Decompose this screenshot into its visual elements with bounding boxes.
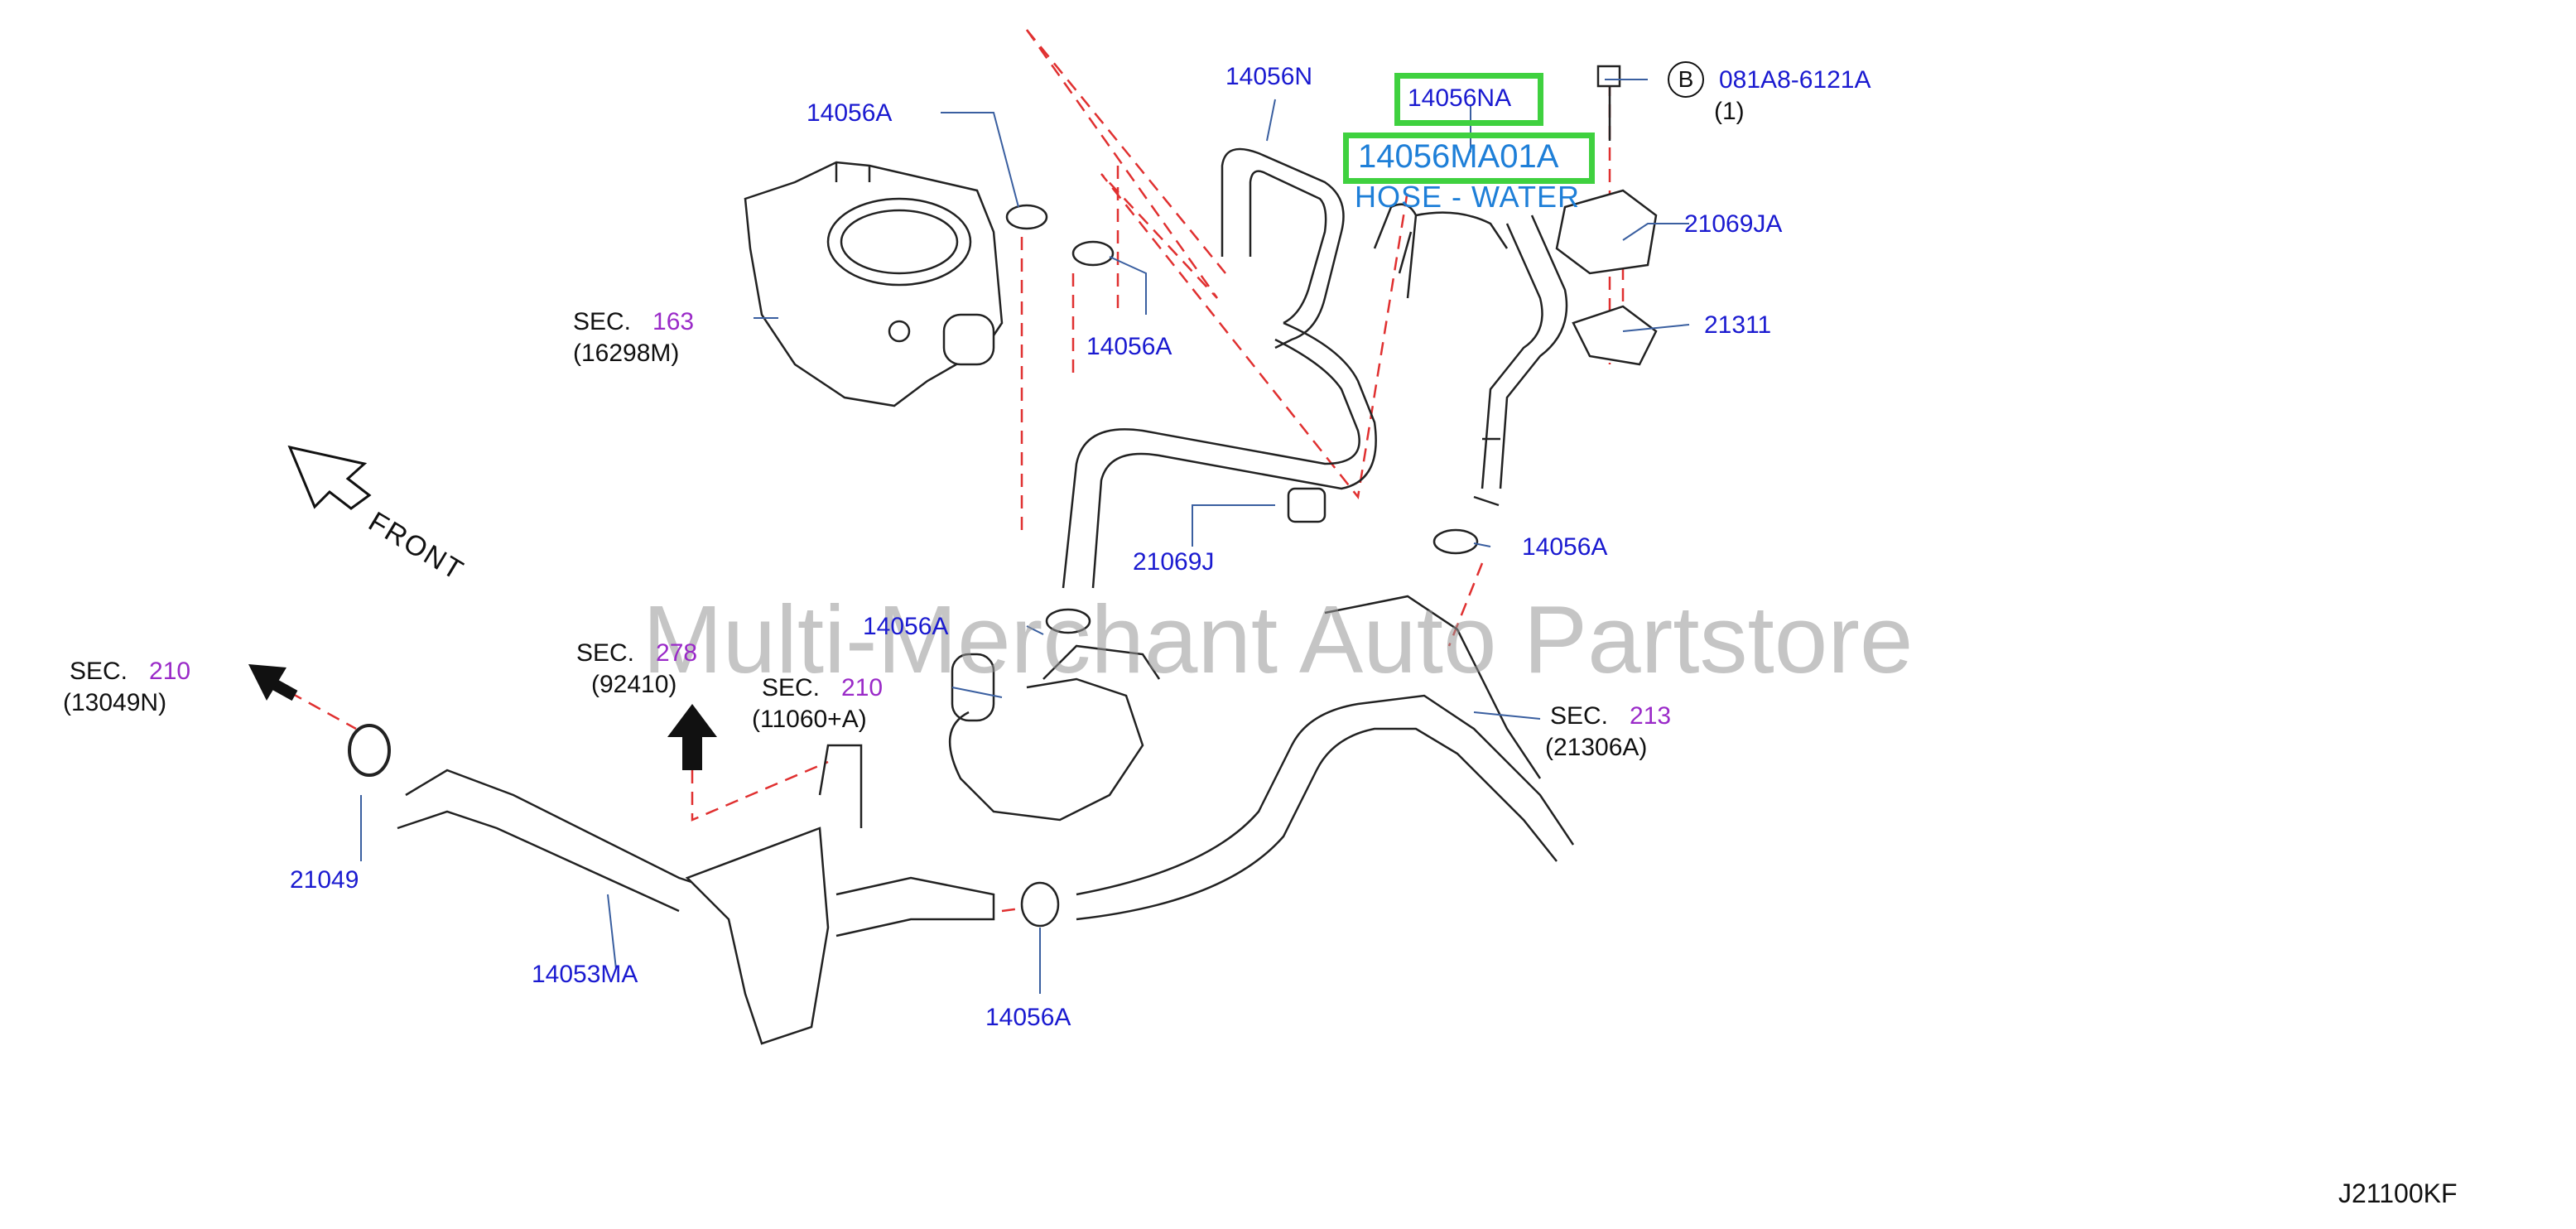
leader-lines xyxy=(360,79,1690,994)
part-081A8-6121A[interactable]: 081A8-6121A xyxy=(1719,66,1871,94)
highlight-box-main xyxy=(1343,133,1595,184)
part-21049[interactable]: 21049 xyxy=(290,866,359,894)
sec-210-left-ref: (13049N) xyxy=(63,689,167,716)
sec-210-mid[interactable]: SEC. 210 (11060+A) xyxy=(752,672,884,735)
sec-210-left-number: 210 xyxy=(149,658,191,685)
part-14056A-right[interactable]: 14056A xyxy=(1522,533,1608,561)
part-14056NA[interactable]: 14056NA xyxy=(1408,84,1512,112)
part-description: HOSE - WATER xyxy=(1355,180,1580,214)
sec-163[interactable]: SEC. 163 (16298M) xyxy=(573,306,694,369)
upper-hoses xyxy=(1062,147,1568,589)
direction-arrows xyxy=(248,445,717,770)
part-14056A-bottom[interactable]: 14056A xyxy=(985,1004,1071,1031)
o-ring xyxy=(348,724,391,777)
sec-278-number: 278 xyxy=(656,639,698,667)
part-14056MA01A[interactable]: 14056MA01A xyxy=(1358,138,1559,175)
diagram-code: J21100KF xyxy=(2338,1178,2458,1208)
sec-278-ref: (92410) xyxy=(591,671,677,698)
sec-210-mid-prefix: SEC. xyxy=(762,674,821,701)
part-21069J[interactable]: 21069J xyxy=(1133,548,1215,576)
part-14056A-mid[interactable]: 14056A xyxy=(863,613,949,640)
left-sec-arrow xyxy=(248,664,298,701)
sec-278[interactable]: SEC. 278 (92410) xyxy=(576,638,697,701)
bolt-circle-b: B xyxy=(1668,61,1704,98)
sec-210-mid-ref: (11060+A) xyxy=(752,706,867,733)
throttle-body xyxy=(744,161,1004,407)
sec-213[interactable]: SEC. 213 (21306A) xyxy=(1545,701,1672,764)
right-brackets xyxy=(1555,65,1658,366)
part-14056A-top[interactable]: 14056A xyxy=(807,99,893,127)
bolt-qty: (1) xyxy=(1714,98,1745,125)
sec-213-prefix: SEC. xyxy=(1550,702,1609,730)
clamps xyxy=(1005,204,1479,928)
watermark: Multi-Merchant Auto Partstore xyxy=(643,586,1914,693)
part-14053MA[interactable]: 14053MA xyxy=(532,961,638,988)
sec-210-left[interactable]: SEC. 210 (13049N) xyxy=(63,656,191,719)
part-21069JA[interactable]: 21069JA xyxy=(1684,210,1783,238)
sec-210-left-prefix: SEC. xyxy=(70,658,128,685)
sec-163-ref: (16298M) xyxy=(573,340,680,367)
sec-163-number: 163 xyxy=(652,308,695,335)
part-21311[interactable]: 21311 xyxy=(1704,311,1772,339)
front-arrow xyxy=(287,445,372,510)
sec-278-prefix: SEC. xyxy=(576,639,635,667)
sec-163-prefix: SEC. xyxy=(573,308,632,335)
sec-213-ref: (21306A) xyxy=(1545,734,1648,761)
lower-pipe-assembly xyxy=(397,595,1575,1045)
part-14056A-throttle-right[interactable]: 14056A xyxy=(1086,333,1172,360)
sec-213-number: 213 xyxy=(1630,702,1672,730)
sec-210-mid-number: 210 xyxy=(841,674,884,701)
part-14056N[interactable]: 14056N xyxy=(1225,63,1313,90)
highlight-box-small xyxy=(1394,73,1543,126)
